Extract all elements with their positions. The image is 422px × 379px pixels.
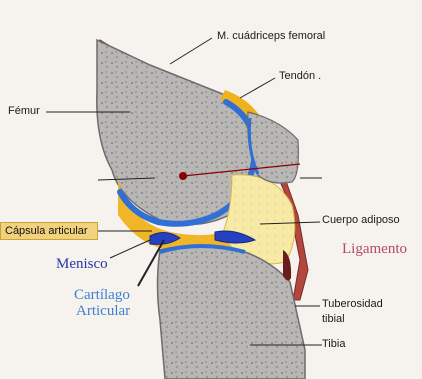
label-capsule-text: Cápsula articular (5, 225, 88, 237)
label-cartilage-line2: Articular (76, 303, 130, 319)
label-tibial-tuberosity-line2: tibial (322, 313, 345, 325)
label-femur: Fémur (8, 105, 40, 117)
label-fat-pad: Cuerpo adiposo (322, 214, 400, 226)
leader-line (170, 38, 212, 64)
label-quadriceps: M. cuádriceps femoral (217, 30, 325, 42)
label-cartilage-line1: Cartílago (74, 287, 130, 303)
patellar-ligament (283, 250, 291, 281)
label-ligament: Ligamento (342, 241, 407, 257)
label-meniscus: Menisco (56, 256, 108, 272)
label-tendon: Tendón . (279, 70, 321, 82)
leader-line (240, 78, 275, 98)
label-tibia: Tibia (322, 338, 345, 350)
leader-line (110, 240, 150, 258)
tibia-bone (158, 245, 306, 379)
label-tibial-tuberosity-line1: Tuberosidad (322, 298, 383, 310)
label-capsule: Cápsula articular (0, 222, 98, 240)
